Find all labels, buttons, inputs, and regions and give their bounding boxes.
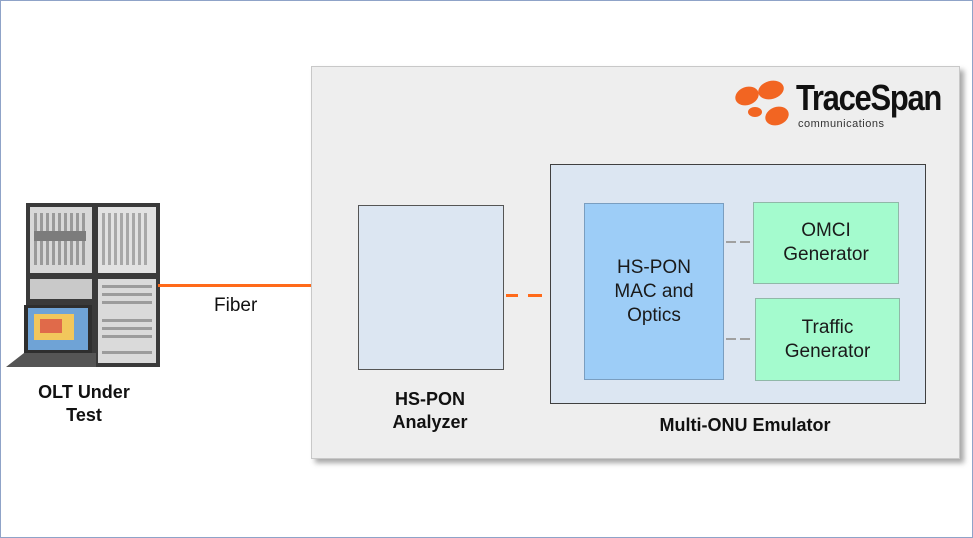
fiber-line [158,284,358,287]
connector-dash [726,338,736,340]
traffic-generator-box: Traffic Generator [755,298,900,381]
traffic-box-text: Traffic Generator [784,316,871,362]
logo-wordmark: TraceSpan [796,77,942,118]
link-dash [506,294,518,297]
omci-generator-box: OMCI Generator [753,202,899,284]
mac-box-text: HS-PON MAC and Optics [614,256,694,326]
analyzer-label: HS-PON Analyzer [392,389,468,432]
connector-dash [740,241,750,243]
logo-tagline: communications [798,118,885,130]
olt-rack-icon [6,203,160,367]
tracespan-logo-icon [735,80,789,126]
hs-pon-mac-optics-box: HS-PON MAC and Optics [584,203,724,380]
emulator-label: Multi-ONU Emulator [659,415,831,435]
omci-box-text: OMCI Generator [783,220,869,265]
fiber-label: Fiber [214,295,258,316]
connector-dash [726,241,736,243]
hs-pon-analyzer-box [358,205,504,370]
connector-dash [740,338,750,340]
link-dash [528,294,542,297]
olt-label: OLT Under Test [38,382,130,425]
